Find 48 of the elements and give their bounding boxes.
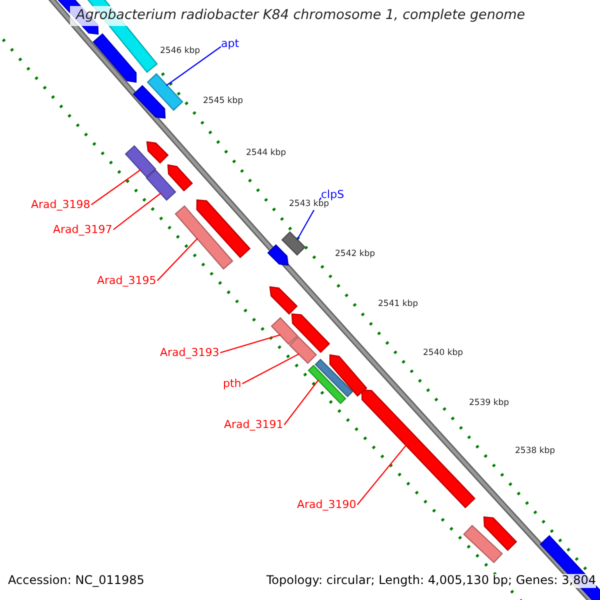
- gene-feature: [174, 205, 234, 270]
- gene-feature: [308, 364, 346, 404]
- gene-label: pth: [223, 378, 242, 391]
- gene-label: Arad_3190: [297, 499, 356, 512]
- gene-feature: [291, 313, 330, 354]
- genome-info-text: Topology: circular; Length: 4,005,130 bp; Genes: 3,804: [266, 574, 596, 588]
- gene-feature: [146, 141, 169, 164]
- gene-feature: [314, 358, 354, 398]
- gene-feature: [329, 354, 368, 397]
- gene-feature: [269, 286, 298, 315]
- leader-line: [284, 380, 319, 426]
- gene-feature: [167, 164, 193, 192]
- tick-label: 2544 kbp: [246, 149, 286, 159]
- leader-line: [356, 444, 407, 506]
- gene-feature: [196, 199, 251, 258]
- gene-label: Arad_3195: [97, 275, 156, 288]
- tick-label: 2546 kbp: [160, 47, 200, 57]
- leader-line: [90, 169, 141, 206]
- gene-label: Arad_3191: [224, 419, 284, 432]
- gene-label: apt: [221, 38, 240, 51]
- gene-feature: [288, 336, 318, 364]
- tick-label: 2538 kbp: [515, 447, 556, 457]
- gene-feature: [463, 524, 503, 564]
- tick-label: 2545 kbp: [203, 97, 244, 107]
- gene-feature: [92, 33, 137, 83]
- tick-label: 2542 kbp: [335, 250, 376, 260]
- gene-feature: [267, 244, 289, 266]
- gene-feature: [146, 73, 184, 111]
- tick-label: 2541 kbp: [378, 300, 418, 310]
- gene-feature: [146, 169, 176, 201]
- tick-label: 2543 kbp: [289, 200, 330, 210]
- accession-text: Accession: NC_011985: [8, 574, 144, 588]
- gene-label: Arad_3198: [31, 199, 90, 212]
- gene-feature: [270, 317, 298, 345]
- leader-line: [112, 192, 162, 230]
- gene-feature: [281, 231, 306, 256]
- leader-line: [166, 46, 222, 86]
- leader-line: [156, 238, 198, 282]
- gene-feature: [132, 84, 166, 119]
- leader-line: [220, 334, 281, 354]
- tick-label: 2540 kbp: [423, 349, 464, 359]
- gene-feature: [124, 145, 156, 178]
- tick-label: 2539 kbp: [469, 399, 510, 409]
- gene-label: Arad_3193: [160, 347, 220, 360]
- gene-feature: [483, 516, 518, 552]
- gene-label: Arad_3197: [53, 224, 112, 237]
- leader-line: [242, 353, 300, 384]
- gene-label: clpS: [321, 189, 344, 202]
